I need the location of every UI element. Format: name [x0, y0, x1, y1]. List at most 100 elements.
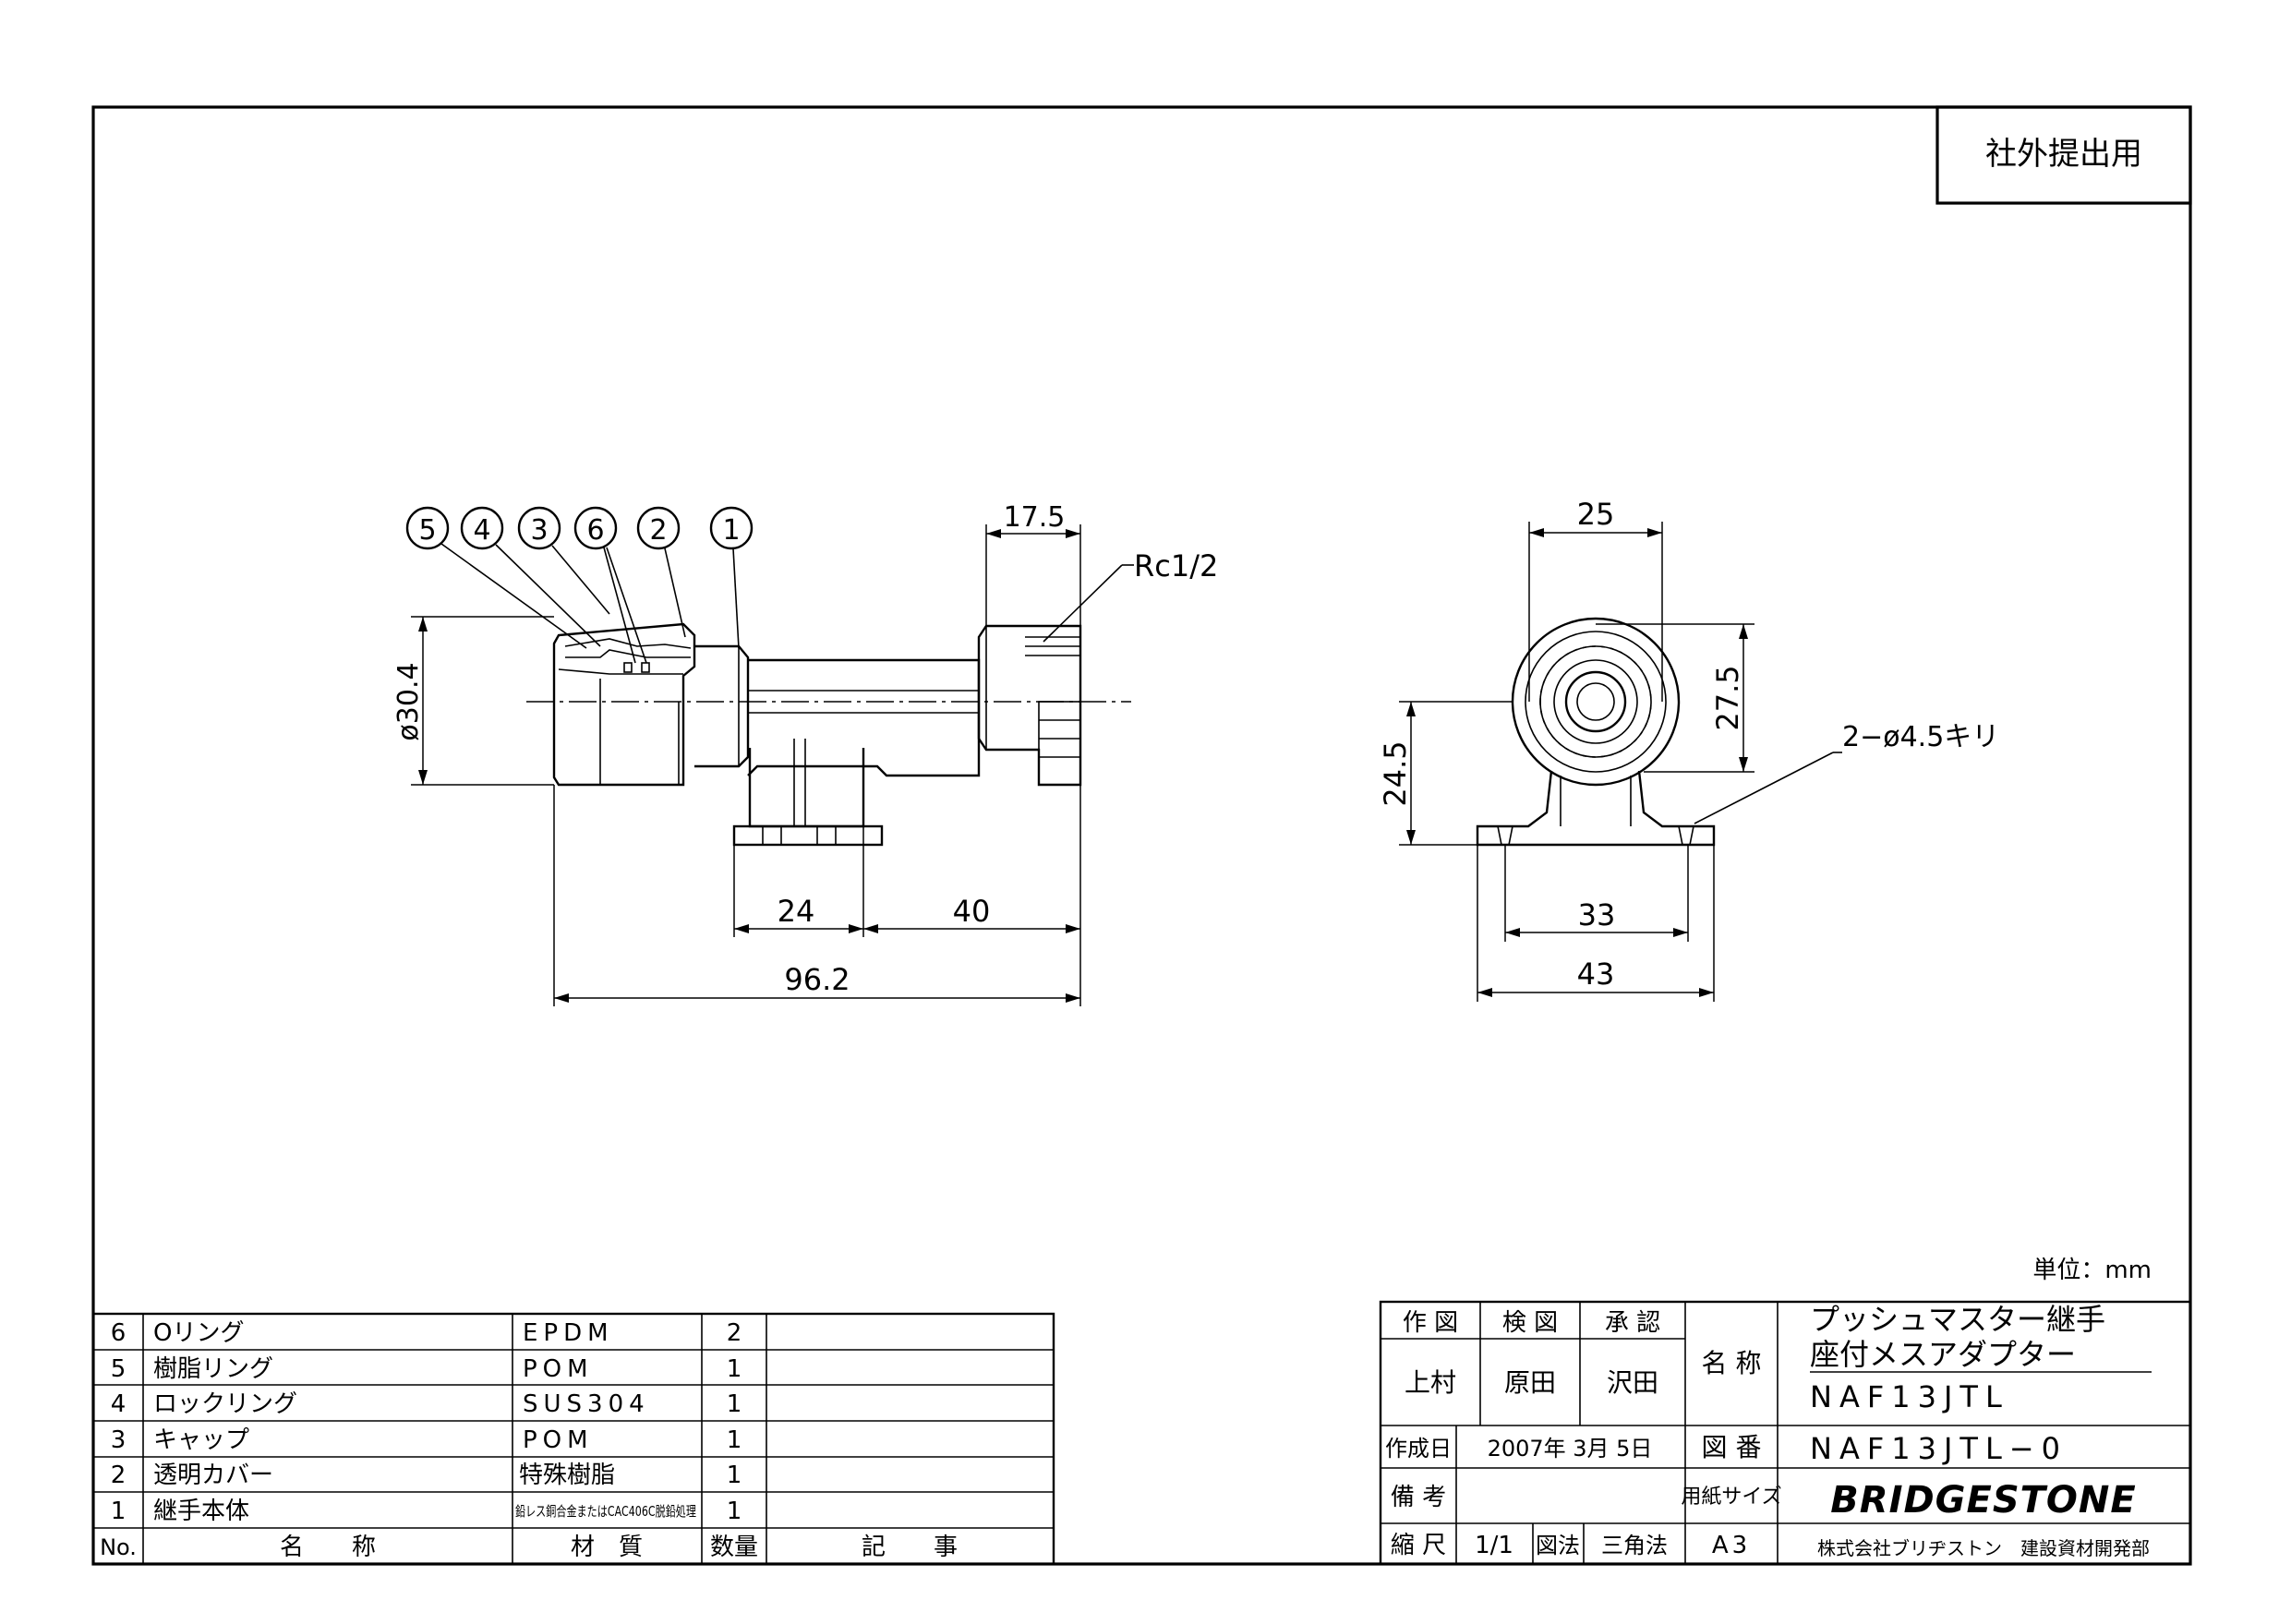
parts-qty: 1: [727, 1426, 742, 1454]
callout-balloons: 5 4 3 6 2 1: [405, 506, 754, 664]
parts-material: 特殊樹脂: [519, 1462, 615, 1489]
dim-center-height: 24.5: [1378, 740, 1413, 806]
parts-name: 透明カバー: [153, 1462, 273, 1489]
parts-row: 3 キャップ POM 1: [111, 1426, 742, 1454]
parts-material: 鉛レス銅合金またはCAC406C脱鉛処理: [515, 1503, 696, 1520]
title-block: 作 図 検 図 承 認 上村 原田 沢田 名 称 プッシュマスター継手 座付メス…: [1379, 1300, 2192, 1566]
dim-overall-length: 96.2: [784, 962, 850, 997]
parts-qty: 2: [727, 1319, 742, 1347]
o-ring-2: [641, 662, 650, 673]
dim-holes: 2−ø4.5キリ: [1842, 721, 1999, 753]
scale-value: 1/1: [1475, 1532, 1513, 1559]
parts-row: 5 樹脂リング POM 1: [111, 1355, 742, 1383]
callout-1: [709, 506, 754, 550]
date-label: 作成日: [1385, 1436, 1452, 1462]
dim-end-height: 27.5: [1710, 665, 1745, 730]
product-line1: プッシュマスター継手: [1810, 1302, 2105, 1337]
parts-no: 5: [111, 1355, 127, 1383]
dim-hex-width: 17.5: [1004, 501, 1066, 534]
product-code: NAF13JTL: [1810, 1379, 2009, 1414]
parts-name: キャップ: [153, 1426, 249, 1454]
projection-value: 三角法: [1601, 1533, 1668, 1558]
checked-by: 原田: [1504, 1367, 1556, 1398]
name-label: 名 称: [1702, 1348, 1762, 1378]
callout-6: [573, 506, 618, 550]
callout-5: [405, 506, 450, 550]
parts-qty: 1: [727, 1355, 742, 1383]
callout-5-label: 5: [418, 514, 436, 547]
parts-no: 6: [111, 1319, 127, 1347]
parts-name: 継手本体: [153, 1498, 249, 1525]
header-no: No.: [100, 1534, 137, 1560]
header-note: 記 事: [862, 1534, 958, 1561]
dim-base-a: 24: [778, 894, 815, 929]
header-name: 名 称: [280, 1534, 376, 1561]
product-line2: 座付メスアダプター: [1810, 1337, 2076, 1372]
checked-label: 検 図: [1502, 1309, 1558, 1337]
parts-row: 1 継手本体 鉛レス銅合金またはCAC406C脱鉛処理 1: [111, 1498, 742, 1525]
callout-1-label: 1: [722, 514, 740, 547]
parts-qty: 1: [727, 1498, 742, 1525]
drawn-by: 上村: [1405, 1367, 1456, 1398]
parts-qty: 1: [727, 1390, 742, 1418]
callout-6-label: 6: [586, 514, 604, 547]
approved-by: 沢田: [1607, 1367, 1658, 1398]
paper-size: A3: [1712, 1532, 1751, 1559]
o-ring-1: [623, 662, 633, 673]
side-view: 5 4 3 6 2 1 ø30.4: [392, 501, 1218, 1006]
hex-outer: [1511, 617, 1681, 787]
callout-2-label: 2: [649, 514, 667, 547]
parts-name: Oリング: [153, 1319, 244, 1347]
parts-material: POM: [523, 1426, 594, 1454]
stamp-box: 社外提出用: [1935, 105, 2192, 205]
drawing-no: NAF13JTL−0: [1810, 1431, 2068, 1466]
parts-row: 2 透明カバー 特殊樹脂 1: [111, 1462, 742, 1489]
parts-header: No. 名 称 材 質 数量 記 事: [100, 1534, 958, 1561]
callout-3: [517, 506, 561, 550]
dim-diameter: ø30.4: [392, 662, 425, 740]
scale-label: 縮 尺: [1391, 1532, 1446, 1559]
parts-row: 6 Oリング EPDM 2: [111, 1319, 742, 1347]
paper-label: 用紙サイズ: [1681, 1486, 1781, 1509]
dim-end-width: 25: [1577, 497, 1615, 532]
base-stem: [748, 748, 865, 828]
dim-hole-pitch: 33: [1578, 897, 1616, 932]
parts-name: 樹脂リング: [153, 1355, 273, 1383]
dim-base-width: 43: [1577, 956, 1615, 992]
parts-no: 3: [111, 1426, 127, 1454]
header-material: 材 質: [571, 1534, 643, 1561]
parts-no: 4: [111, 1390, 127, 1418]
parts-material: EPDM: [523, 1319, 614, 1347]
company-name: 株式会社ブリヂストン 建設資材開発部: [1817, 1537, 2150, 1559]
parts-name: ロックリング: [153, 1390, 297, 1418]
parts-no: 1: [111, 1498, 127, 1525]
parts-material: SUS304: [523, 1390, 650, 1418]
dim-base-b: 40: [953, 894, 991, 929]
base-plate: [732, 824, 884, 847]
end-view: 25 27.5 24.5 2−ø4.5キリ 33 43: [1378, 497, 1999, 1002]
projection-label: 図法: [1536, 1533, 1580, 1558]
dim-thread: Rc1/2: [1134, 548, 1218, 583]
callout-2: [636, 506, 681, 550]
parts-row: 4 ロックリング SUS304 1: [111, 1390, 742, 1418]
end-stand: [1476, 770, 1716, 847]
callout-4-label: 4: [473, 514, 490, 547]
callout-4: [460, 506, 504, 550]
cap-outline: [552, 622, 696, 787]
date-value: 2007年 3月 5日: [1488, 1436, 1653, 1462]
drawn-label: 作 図: [1403, 1309, 1458, 1337]
unit-label: 単位：mm: [2032, 1257, 2152, 1284]
hex-nut: [977, 624, 1082, 787]
parts-list: 6 Oリング EPDM 2 5 樹脂リング POM 1 4 ロックリング SUS…: [91, 1312, 1055, 1566]
callout-3-label: 3: [530, 514, 548, 547]
parts-qty: 1: [727, 1462, 742, 1489]
drawing-frame: [91, 105, 2192, 1566]
parts-no: 2: [111, 1462, 127, 1489]
header-qty: 数量: [710, 1534, 758, 1561]
remarks-label: 備 考: [1391, 1484, 1446, 1511]
stamp-text: 社外提出用: [1985, 136, 2142, 173]
approved-label: 承 認: [1605, 1309, 1660, 1337]
drawing-no-label: 図 番: [1702, 1432, 1762, 1462]
